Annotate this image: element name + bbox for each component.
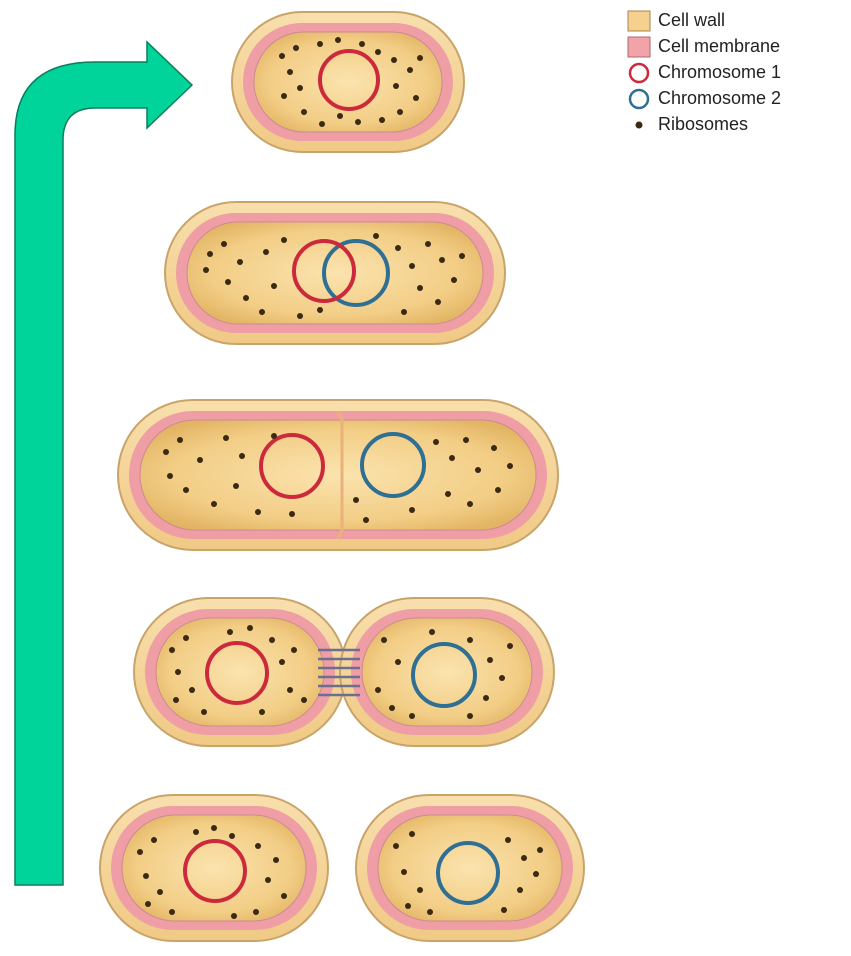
stage-2-replication: [165, 202, 505, 344]
legend-label: Cell wall: [658, 10, 725, 31]
chromosome-1-ring-icon: [627, 62, 651, 84]
legend-label: Ribosomes: [658, 114, 748, 135]
stage-3-elongation: [118, 400, 558, 550]
cell-membrane-swatch: [627, 36, 651, 58]
stage-4-septum-formation: [134, 598, 554, 746]
legend-item-chromosome-2: Chromosome 2: [624, 86, 849, 112]
legend-item-chromosome-1: Chromosome 1: [624, 60, 849, 86]
legend-label: Chromosome 1: [658, 62, 781, 83]
legend-item-ribosomes: Ribosomes: [624, 112, 849, 138]
legend-item-cell-wall: Cell wall: [624, 8, 849, 34]
stage-1-single-cell: [232, 12, 464, 152]
legend-label: Cell membrane: [658, 36, 780, 57]
legend-label: Chromosome 2: [658, 88, 781, 109]
stage-5-daughter-cells: [100, 795, 584, 941]
cell-wall-swatch: [627, 10, 651, 32]
legend-item-cell-membrane: Cell membrane: [624, 34, 849, 60]
legend: Cell wall Cell membrane Chromosome 1 Chr…: [624, 8, 849, 138]
chromosome-2-ring-icon: [627, 88, 651, 110]
ribosome-dot-icon: [627, 114, 651, 136]
